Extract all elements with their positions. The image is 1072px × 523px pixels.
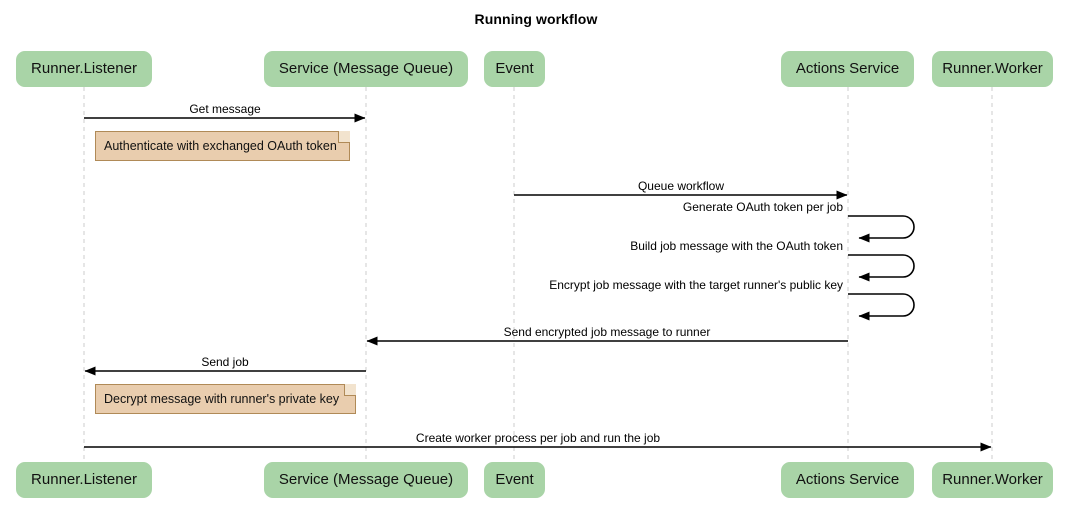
page-title: Running workflow (474, 11, 598, 27)
participant-runner-worker-bottom[interactable]: Runner.Worker (932, 462, 1053, 498)
note-authenticate-text: Authenticate with exchanged OAuth token (104, 139, 337, 153)
participant-service-queue-top[interactable]: Service (Message Queue) (264, 51, 468, 87)
message-label-get-message: Get message (189, 102, 261, 116)
message-label-encrypt-job: Encrypt job message with the target runn… (549, 278, 843, 292)
participant-runner-worker-top[interactable]: Runner.Worker (932, 51, 1053, 87)
message-label-send-job: Send job (201, 355, 249, 369)
participant-actions-service-top[interactable]: Actions Service (781, 51, 914, 87)
participant-event-bottom[interactable]: Event (484, 462, 545, 498)
participant-actions-service-bottom[interactable]: Actions Service (781, 462, 914, 498)
note-authenticate: Authenticate with exchanged OAuth token (95, 131, 350, 161)
message-label-send-encrypted: Send encrypted job message to runner (503, 325, 711, 339)
note-decrypt: Decrypt message with runner's private ke… (95, 384, 356, 414)
self-message-build-job-message (848, 254, 915, 282)
participant-runner-listener-bottom[interactable]: Runner.Listener (16, 462, 152, 498)
participant-event-top[interactable]: Event (484, 51, 545, 87)
message-label-create-worker: Create worker process per job and run th… (415, 431, 661, 445)
participant-runner-listener-top[interactable]: Runner.Listener (16, 51, 152, 87)
note-fold-corner-icon (338, 131, 350, 143)
note-fold-corner-icon (344, 384, 356, 396)
self-message-generate-token (848, 215, 915, 243)
self-message-encrypt-job (848, 293, 915, 321)
message-label-queue-workflow: Queue workflow (637, 179, 725, 193)
message-label-generate-token: Generate OAuth token per job (682, 200, 843, 214)
arrows-group (84, 113, 992, 452)
lifelines-group (83, 87, 993, 462)
participant-service-queue-bottom[interactable]: Service (Message Queue) (264, 462, 468, 498)
note-decrypt-text: Decrypt message with runner's private ke… (104, 392, 340, 406)
message-label-build-job-message: Build job message with the OAuth token (630, 239, 843, 253)
